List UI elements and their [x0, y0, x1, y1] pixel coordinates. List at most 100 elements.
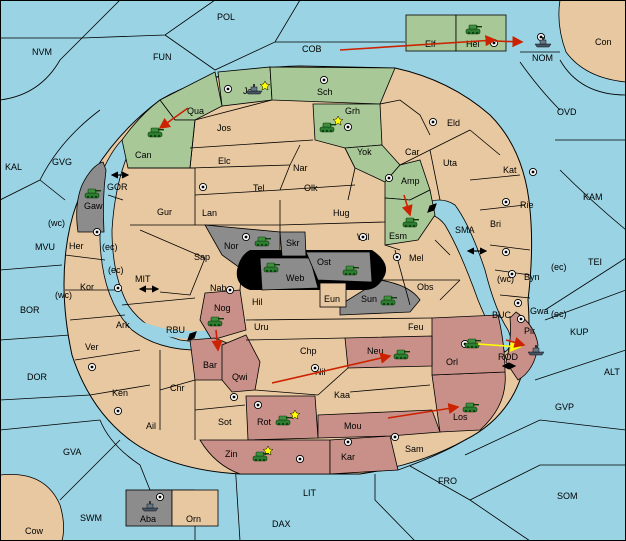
sc-pir	[516, 314, 526, 324]
label-obs: Obs	[417, 282, 434, 292]
sea-kam[interactable]: KAM	[583, 192, 603, 202]
sea-mvu[interactable]: MVU	[35, 242, 55, 252]
sc-zin	[295, 454, 305, 464]
label-ver: Ver	[85, 342, 99, 352]
sea-nvm[interactable]: NVM	[32, 47, 52, 57]
sea-som[interactable]: SOM	[557, 491, 578, 501]
sea-lit[interactable]: LIT	[303, 488, 317, 498]
sea-dor[interactable]: DOR	[27, 372, 48, 382]
label-eld: Eld	[447, 118, 460, 128]
sea-gvg[interactable]: GVG	[52, 157, 72, 167]
land-con[interactable]	[558, 0, 626, 83]
sea-bor[interactable]: BOR	[20, 305, 40, 315]
label-byn: Byn	[524, 272, 540, 282]
sea-nom[interactable]: NOM	[532, 53, 553, 63]
sc-nor	[241, 232, 251, 242]
label-sch: Sch	[317, 87, 333, 97]
sc-jad	[223, 84, 233, 94]
sea-fro[interactable]: FRO	[438, 476, 457, 486]
land-hel[interactable]	[455, 14, 507, 52]
land-cow[interactable]	[0, 473, 64, 541]
canal-arrow-sma	[427, 203, 437, 213]
label-pir: Pir	[524, 326, 535, 336]
label-esm: Esm	[389, 231, 407, 241]
land-eun[interactable]	[319, 282, 347, 308]
land-orn[interactable]	[171, 489, 219, 527]
sea-kup[interactable]: KUP	[570, 327, 589, 337]
label-kat: Kat	[503, 165, 517, 175]
label-gaw: Gaw	[84, 201, 103, 211]
label-hil: Hil	[252, 297, 263, 307]
coast-ec-gwa: (ec)	[551, 309, 567, 319]
land-mou[interactable]	[317, 409, 441, 439]
label-web: Web	[286, 273, 304, 283]
label-rot: Rot	[257, 417, 272, 427]
sea-buc[interactable]: BUC	[492, 310, 512, 320]
order-arrow-hel-nom	[494, 36, 524, 48]
sea-cow[interactable]: Cow	[25, 526, 44, 536]
sea-gvp[interactable]: GVP	[555, 402, 574, 412]
land-neu[interactable]	[344, 335, 433, 369]
label-nar: Nar	[293, 163, 308, 173]
order-arrows	[158, 35, 526, 419]
label-los: Los	[453, 412, 468, 422]
sea-gva[interactable]: GVA	[63, 447, 81, 457]
label-neu: Neu	[367, 346, 384, 356]
land-los[interactable]	[431, 371, 506, 433]
sc-elc	[198, 182, 208, 192]
label-ark: Ark	[116, 320, 130, 330]
label-skr: Skr	[286, 238, 300, 248]
sea-cob[interactable]: COB	[302, 44, 322, 54]
sc-sam	[390, 432, 400, 442]
sea-fun[interactable]: FUN	[153, 52, 172, 62]
land-nog[interactable]	[199, 289, 247, 341]
label-nog: Nog	[214, 303, 231, 313]
star-icon-jad	[259, 80, 271, 91]
label-zin: Zin	[225, 449, 238, 459]
sc-mel	[392, 252, 402, 262]
sea-gor[interactable]: GOR	[107, 182, 128, 192]
star-markers	[259, 80, 344, 456]
sea-sma[interactable]: SMA	[455, 225, 475, 235]
sea-ovd[interactable]: OVD	[557, 107, 577, 117]
sc-ken	[113, 406, 123, 416]
sc-ver	[87, 362, 97, 372]
label-bri: Bri	[490, 219, 501, 229]
land-sun[interactable]	[339, 279, 421, 316]
sea-dax[interactable]: DAX	[272, 519, 291, 529]
order-arrow-orl-pir	[477, 340, 522, 352]
label-nab: Nab	[210, 283, 227, 293]
star-icon-grh	[332, 115, 344, 126]
sea-alt[interactable]: ALT	[604, 367, 620, 377]
label-ail: Ail	[146, 421, 156, 431]
label-nor: Nor	[224, 241, 239, 251]
sea-mit[interactable]: MIT	[135, 274, 151, 284]
coast-wc-kor: (wc)	[55, 290, 72, 300]
land-skr[interactable]	[279, 231, 307, 257]
sea-rod[interactable]: ROD	[498, 352, 519, 362]
sc-rot	[253, 400, 263, 410]
sea-rbu[interactable]: RBU	[166, 325, 185, 335]
label-olk: Olk	[304, 183, 318, 193]
label-kaa: Kaa	[334, 390, 350, 400]
coast-wc-byn: (wc)	[497, 274, 514, 284]
sc-amp	[384, 173, 394, 183]
land-sch[interactable]	[269, 66, 396, 105]
label-chp: Chp	[300, 346, 317, 356]
sc-wil	[358, 232, 368, 242]
label-bar: Bar	[203, 360, 217, 370]
sea-swm[interactable]: SWM	[80, 513, 102, 523]
sc-bri	[501, 247, 511, 257]
label-gwa: Gwa	[530, 306, 549, 316]
sc-sot	[229, 392, 239, 402]
sc-nab	[225, 285, 235, 295]
label-sap: Sap	[194, 252, 210, 262]
sea-pol[interactable]: POL	[217, 12, 235, 22]
sc-byn	[507, 269, 517, 279]
sc-sch	[319, 75, 329, 85]
sea-con[interactable]: Con	[595, 37, 612, 47]
sea-kal[interactable]: KAL	[5, 162, 22, 172]
label-kar: Kar	[341, 452, 355, 462]
sea-tei[interactable]: TEI	[588, 257, 602, 267]
